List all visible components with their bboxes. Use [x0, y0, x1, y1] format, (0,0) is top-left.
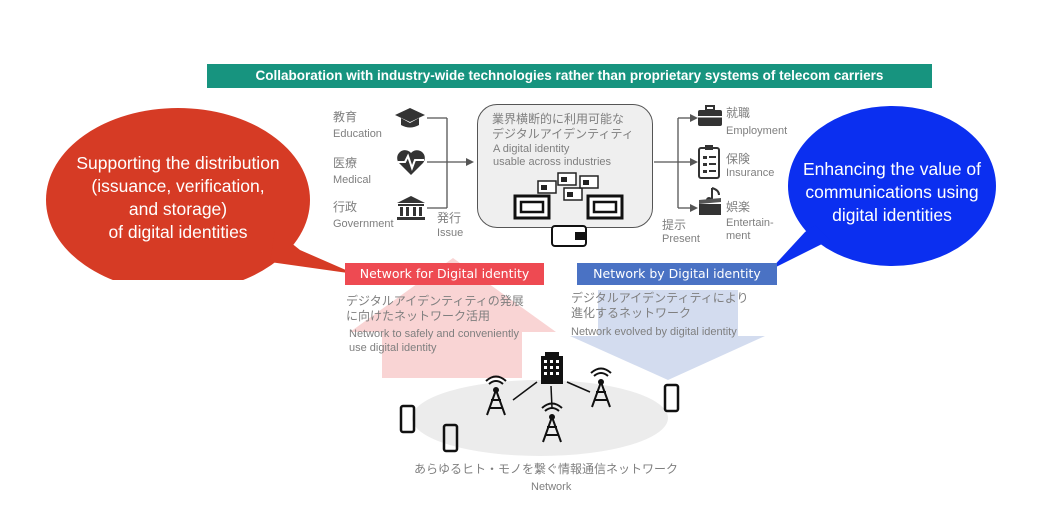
smartphone-icon-2 [442, 423, 459, 453]
right-label-en-1: Network evolved by digital identity [571, 326, 737, 338]
right-bubble-line-2: digital identities [832, 205, 952, 225]
dest-jp-1: 保険 [726, 152, 751, 166]
tower-icon-right [590, 367, 612, 408]
banner-title: Collaboration with industry-wide technol… [207, 64, 932, 88]
dest-en-2: Entertain- ment [726, 217, 774, 242]
tower-icon-left [485, 375, 507, 416]
source-en-1: Medical [333, 174, 371, 186]
source-en-2: Government [333, 218, 394, 230]
dest-en-0: Employment [726, 125, 788, 137]
right-bubble-line-1: communications using [805, 182, 979, 202]
issue-en: Issue [437, 227, 464, 239]
right-label-jp-2: 進化するネットワーク [571, 306, 692, 320]
center-box [477, 104, 653, 228]
right-bubble-line-0: Enhancing the value of [802, 159, 982, 179]
issue-jp: 発行 [437, 211, 462, 225]
source-jp-2: 行政 [333, 200, 358, 214]
center-en-2: usable across industries [493, 156, 612, 168]
building-icon [541, 352, 563, 384]
graduation-cap-icon [395, 108, 425, 128]
tower-icon-bottom [541, 402, 563, 443]
present-connector [654, 114, 698, 212]
up-arrow [350, 258, 556, 378]
present-jp: 提示 [662, 218, 687, 232]
center-jp-1: 業界横断的に利用可能な [492, 112, 625, 126]
id-cards-icon [513, 172, 624, 247]
music-clapper-icon [699, 187, 721, 215]
center-jp-2: デジタルアイデンティティ [492, 127, 634, 141]
left-label-jp-1: デジタルアイデンティティの発展 [346, 294, 524, 308]
source-jp-0: 教育 [333, 110, 358, 124]
left-bubble-line-3: of digital identities [108, 222, 248, 242]
network-jp: あらゆるヒト・モノを繋ぐ情報通信ネットワーク [414, 462, 679, 476]
issue-connector [427, 117, 474, 209]
left-label-jp-2: に向けたネットワーク活用 [346, 309, 491, 323]
left-bubble-line-0: Supporting the distribution [76, 153, 280, 173]
left-bubble-shape [46, 108, 355, 280]
right-bubble-text: Enhancing the value of communications us… [782, 158, 1002, 227]
heartbeat-icon [397, 150, 425, 175]
present-en: Present [662, 233, 700, 245]
left-bubble-text: Supporting the distribution (issuance, v… [52, 152, 304, 244]
right-bubble-shape [770, 106, 996, 270]
left-bubble-line-1: (issuance, verification, [91, 176, 265, 196]
right-label-title: Network by Digital identity [577, 263, 777, 285]
clipboard-icon [698, 145, 720, 179]
center-en-1: A digital identity [493, 143, 570, 155]
smartphone-icon-1 [399, 404, 416, 434]
dest-en-1: Insurance [726, 167, 775, 179]
smartphone-icon-3 [663, 383, 680, 413]
left-bubble-line-2: and storage) [128, 199, 228, 219]
briefcase-icon [698, 105, 722, 126]
left-label-en-1: Network to safely and conveniently [349, 328, 519, 340]
dest-jp-2: 娯楽 [726, 200, 751, 214]
source-jp-1: 医療 [333, 156, 358, 170]
right-label-jp-1: デジタルアイデンティティにより [571, 291, 749, 305]
dest-jp-0: 就職 [726, 106, 751, 120]
network-en: Network [531, 481, 572, 493]
left-label-en-2: use digital identity [349, 342, 437, 354]
source-en-0: Education [333, 128, 382, 140]
left-label-title: Network for Digital identity [345, 263, 544, 285]
government-building-icon [397, 196, 425, 220]
down-arrow [570, 290, 765, 380]
